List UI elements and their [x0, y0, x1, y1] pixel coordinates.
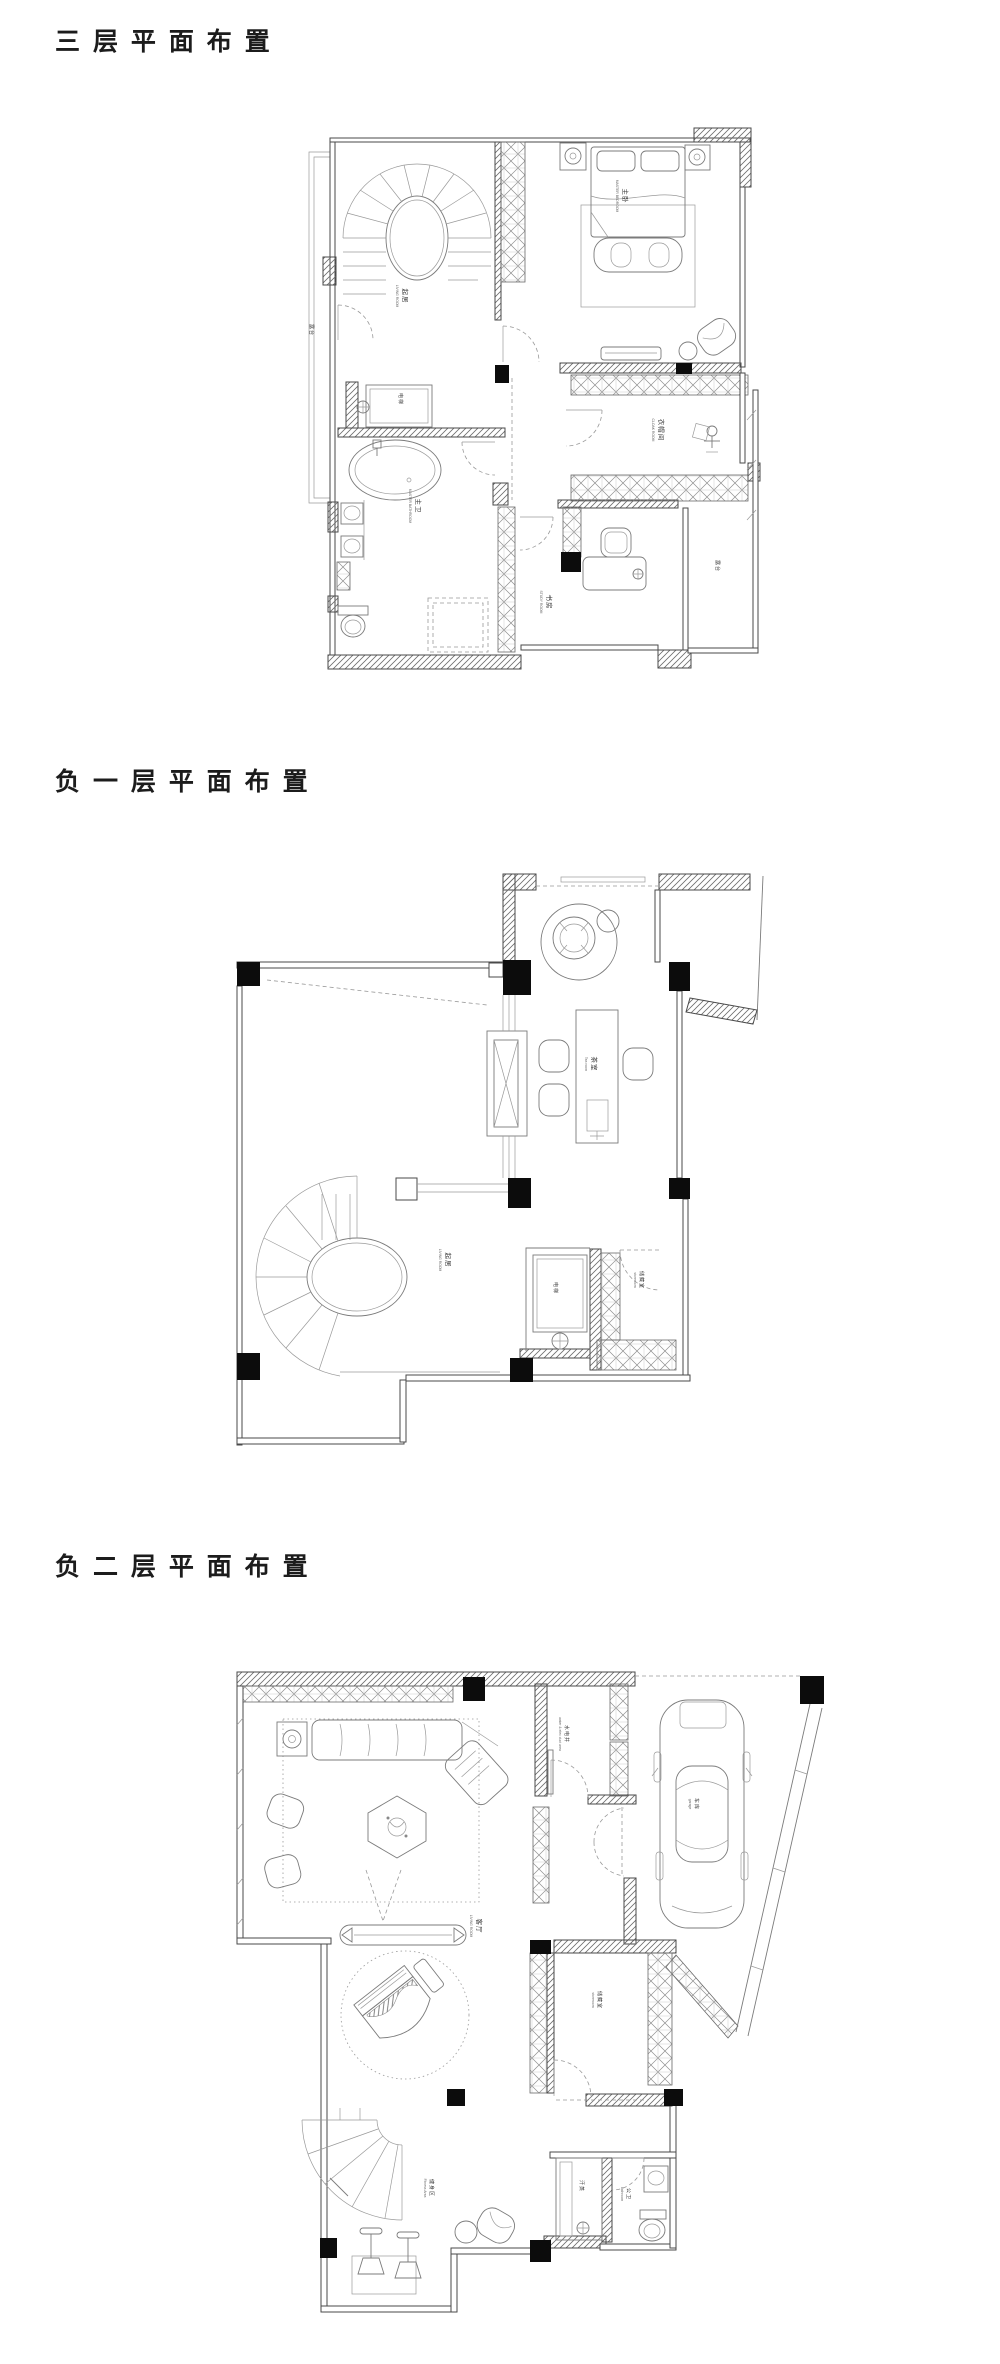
cloak-room — [691, 422, 720, 453]
walls — [236, 873, 764, 1446]
title-floorB2: 负 二 层 平 面 布 置 — [55, 1553, 311, 1581]
room-label-cloak: 衣帽间 CLOAK ROOM — [651, 419, 666, 442]
room-label-living-b2: 客厅 LIVING ROOM — [469, 1915, 484, 1938]
bathroom-b2 — [555, 2157, 669, 2242]
room-label-living-3f: 起居 LIVING ROOM — [395, 285, 409, 308]
svg-text:汗蒸: 汗蒸 — [578, 2180, 585, 2192]
garage — [593, 1699, 753, 1929]
svg-text:MASTER BATHROOM: MASTER BATHROOM — [408, 489, 412, 524]
elevator-3f — [356, 384, 433, 428]
room-label-master-bedroom: 主卧 MASTER BEDROOM — [615, 180, 630, 213]
svg-text:bathroom: bathroom — [620, 2187, 624, 2201]
svg-text:起居: 起居 — [444, 1253, 452, 1268]
living-room-furniture — [264, 1718, 509, 1946]
room-label-living-b1: 起居 LIVING ROOM — [438, 1249, 452, 1272]
room-label-fitness: 健身区 Fitness Area — [423, 2179, 435, 2198]
room-label-duct: 水电井 water & elec duct area — [558, 1717, 570, 1751]
room-label-garage: 车库 garage — [688, 1798, 700, 1810]
piano-area — [340, 1950, 470, 2080]
svg-text:主卫: 主卫 — [414, 499, 423, 514]
svg-text:储藏室: 储藏室 — [638, 1271, 645, 1289]
svg-text:书房: 书房 — [545, 595, 554, 610]
spiral-staircase-b1 — [255, 1175, 500, 1377]
svg-text:起居: 起居 — [401, 289, 409, 304]
svg-text:STUDY ROOM: STUDY ROOM — [539, 591, 543, 614]
walls — [236, 1671, 802, 2313]
svg-text:LIVING ROOM: LIVING ROOM — [469, 1915, 473, 1938]
room-label-tea: 茶室 Tea room — [584, 1057, 599, 1072]
study-furniture — [582, 527, 647, 591]
walls — [322, 127, 761, 670]
terrace-left — [308, 151, 335, 504]
svg-text:garage: garage — [688, 1799, 692, 1810]
svg-text:客厅: 客厅 — [475, 1919, 484, 1934]
svg-text:CLOAK ROOM: CLOAK ROOM — [651, 419, 655, 442]
ramp — [735, 1703, 823, 2037]
storage-room-b1 — [619, 1249, 661, 1291]
svg-text:主卧: 主卧 — [621, 189, 630, 204]
spiral-staircase-b2 — [301, 2108, 403, 2221]
columns — [237, 960, 690, 1382]
car — [651, 1699, 753, 1929]
svg-text:衣帽间: 衣帽间 — [657, 419, 666, 442]
storage-room-b2 — [553, 2059, 648, 2101]
room-label-elevator-b1: 电梯 — [552, 1282, 559, 1294]
terrace-right — [682, 389, 759, 654]
spiral-staircase — [342, 163, 492, 295]
duct-room — [547, 1749, 589, 1798]
svg-text:storeroom: storeroom — [633, 1272, 637, 1287]
room-label-elevator-3f: 电梯 — [397, 393, 404, 405]
floor-plan-b2: 客厅 LIVING ROOM 车库 garage 水电井 water & ele… — [236, 1671, 824, 2313]
svg-text:露台: 露台 — [714, 560, 721, 572]
room-label-master-bath: 主卫 MASTER BATHROOM — [408, 489, 423, 524]
svg-text:Fitness Area: Fitness Area — [423, 2179, 427, 2198]
svg-text:茶室: 茶室 — [590, 1057, 599, 1072]
svg-text:LIVING ROOM: LIVING ROOM — [395, 285, 399, 308]
room-label-study: 书房 STUDY ROOM — [539, 591, 554, 614]
svg-text:车库: 车库 — [693, 1798, 700, 1810]
svg-text:露台: 露台 — [308, 324, 315, 336]
room-label-storage-b2: 储藏室 storeroom — [591, 1991, 603, 2009]
fitness-area — [351, 2207, 516, 2295]
columns — [320, 1676, 824, 2262]
floor-plan-b1: 茶室 Tea room 起居 LIVING ROOM 电梯 储藏室 storer… — [236, 873, 764, 1446]
room-label-terrace-left: 露台 — [308, 324, 315, 336]
svg-text:MASTER BEDROOM: MASTER BEDROOM — [615, 180, 619, 213]
room-label-storage-b1: 储藏室 storeroom — [633, 1271, 645, 1289]
svg-text:Tea room: Tea room — [584, 1057, 588, 1071]
void-shaft — [266, 979, 528, 1193]
svg-text:储藏室: 储藏室 — [596, 1991, 603, 2009]
title-floor3: 三 层 平 面 布 置 — [55, 28, 273, 56]
svg-text:LIVING ROOM: LIVING ROOM — [438, 1249, 442, 1272]
svg-text:公卫: 公卫 — [625, 2188, 631, 2200]
room-label-sauna: 汗蒸 — [578, 2180, 585, 2192]
room-label-bath-b2: 公卫 bathroom — [620, 2187, 631, 2201]
svg-text:storeroom: storeroom — [591, 1992, 595, 2007]
elevator-b1 — [525, 1247, 590, 1351]
master-bedroom-furniture — [559, 142, 737, 361]
doors — [337, 304, 603, 551]
tea-room-furniture — [538, 903, 654, 1144]
svg-text:电梯: 电梯 — [397, 393, 404, 405]
master-bathroom — [336, 439, 489, 653]
svg-text:水电井: 水电井 — [563, 1725, 570, 1743]
floor-plan-3f: 起居 LIVING ROOM 主卧 MASTER BEDROOM 电梯 主卫 M… — [308, 127, 761, 670]
svg-text:健身区: 健身区 — [428, 2179, 435, 2197]
title-floorB1: 负 一 层 平 面 布 置 — [55, 768, 311, 796]
svg-text:电梯: 电梯 — [552, 1282, 559, 1294]
room-label-terrace-right: 露台 — [714, 560, 721, 572]
svg-text:water & elec duct area: water & elec duct area — [558, 1717, 562, 1751]
columns — [495, 363, 692, 572]
